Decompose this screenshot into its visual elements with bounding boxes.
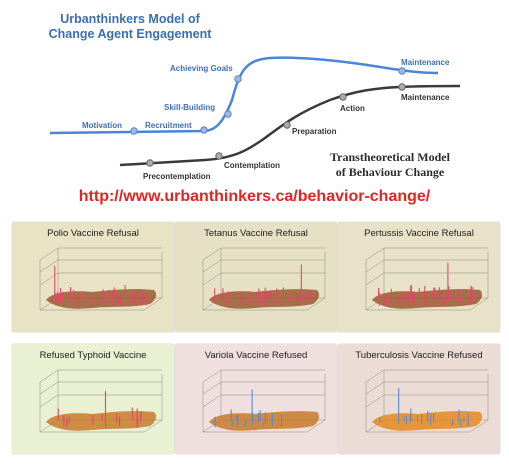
stage-label-maintenance-tt: Maintenance [401,93,450,102]
urbanthinkers-node-achieving-goals [234,75,242,83]
panel-tetanus: Tetanus Vaccine Refusal [175,222,337,332]
stage-label-achieving-goals: Achieving Goals [170,64,233,73]
us-map-shape [372,411,483,431]
transtheoretical-curve [119,84,461,167]
panel-tuberculosis: Tuberculosis Vaccine Refused [338,344,500,454]
urbanthinkers-title-line1: Urbanthinkers Model of [60,12,200,26]
refusal-map-graphic [365,369,489,433]
transtheoretical-title-line2: of Behaviour Change [335,165,445,179]
refusal-map-graphic [202,247,326,311]
refusal-map-graphic [365,247,489,311]
urbanthinkers-node-recruitment [224,110,232,118]
urbanthinkers-node-motivation [130,127,138,135]
stage-label-contemplation: Contemplation [224,161,280,170]
us-map-shape [46,411,157,431]
panel-title: Polio Vaccine Refusal [47,228,139,239]
stage-label-skill-building: Skill-Building [164,103,215,112]
us-map-shape [209,289,320,309]
urbanthinkers-node-maintenance [398,67,406,75]
tt-node-preparation [283,121,291,129]
panel-variola: Variola Vaccine Refused [175,344,337,454]
tt-node-contemplation [215,152,223,160]
urbanthinkers-node-skill-building [200,126,208,134]
panel-pertussis: Pertussis Vaccine Refusal [338,222,500,332]
panel-title: Pertussis Vaccine Refusal [364,228,474,239]
panel-title: Tuberculosis Vaccine Refused [355,350,483,361]
us-map-shape [372,289,483,309]
urbanthinkers-title-line2: Change Agent Engagement [48,27,212,41]
refusal-map-graphic [202,369,326,433]
stage-label-recruitment: Recruitment [145,121,192,130]
stage-label-preparation: Preparation [292,127,337,136]
stage-label-action: Action [340,104,365,113]
source-url[interactable]: http://www.urbanthinkers.ca/behavior-cha… [78,188,431,205]
tt-node-maintenance [398,83,406,91]
stage-label-precontemplation: Precontemplation [143,172,211,181]
panel-title: Tetanus Vaccine Refusal [204,228,308,239]
panel-polio: Polio Vaccine Refusal [12,222,174,332]
transtheoretical-title: Transtheoretical Model of Behaviour Chan… [290,150,490,180]
refusal-map-graphic [39,369,163,433]
panel-title: Variola Vaccine Refused [204,350,308,361]
us-map-shape [209,411,320,431]
stage-label-motivation: Motivation [82,121,122,130]
stage-label-maintenance-urban: Maintenance [401,58,450,67]
tt-node-precontemplation [146,159,154,167]
tt-node-action [339,93,347,101]
panel-typhoid: Refused Typhoid Vaccine [12,344,174,454]
change-model-diagram: Motivation Recruitment Skill-Building Ac… [49,56,461,181]
refusal-map-graphic [39,247,163,311]
panel-title: Refused Typhoid Vaccine [39,350,147,361]
transtheoretical-title-line1: Transtheoretical Model [330,150,450,164]
